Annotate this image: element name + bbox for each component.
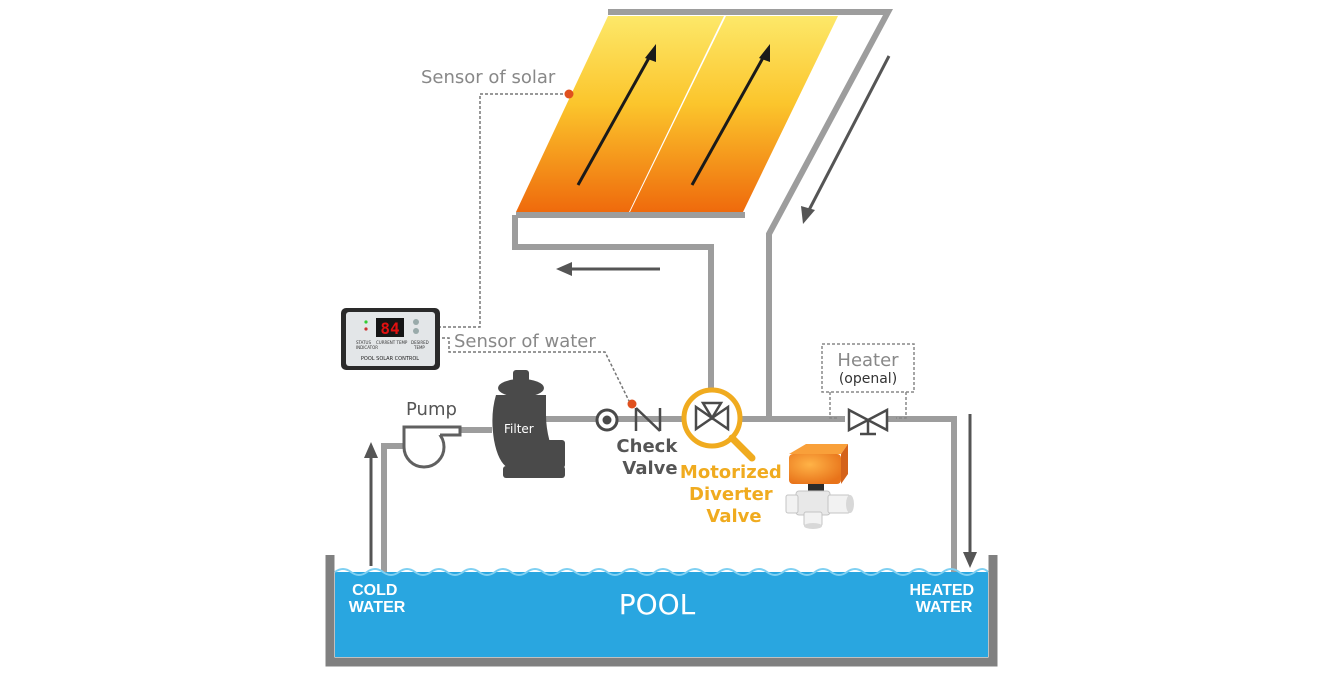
feed-flow-arrow xyxy=(556,262,660,276)
sensor-water xyxy=(437,337,637,409)
filter-label: Filter xyxy=(504,422,534,436)
motorized-valve-label: Motorized Diverter Valve xyxy=(680,462,788,527)
pump-label: Pump xyxy=(406,399,457,420)
pump xyxy=(402,425,462,469)
motorized-valve-label-line: Valve xyxy=(706,506,761,527)
solar-feed-pipe xyxy=(512,212,745,403)
sensor-solar xyxy=(437,89,574,328)
check-valve-label-line: Check xyxy=(616,436,678,457)
cold-water-label: COLD WATER xyxy=(349,582,406,616)
flow-meter xyxy=(595,408,619,432)
cold-water-arrow xyxy=(364,442,378,566)
check-valve-label-line: Valve xyxy=(622,458,677,479)
heater-note: (openal) xyxy=(839,371,897,387)
heater-valve xyxy=(847,407,889,436)
heated-water-arrow xyxy=(963,414,977,568)
controller-display: 84 xyxy=(380,319,399,338)
solar-panel-right xyxy=(630,16,838,212)
check-valve xyxy=(634,407,662,432)
motorized-valve-label-line: Diverter xyxy=(689,484,773,505)
controller-caption-desired-2: TEMP xyxy=(413,345,425,350)
filter xyxy=(492,370,565,478)
panel-flow-arrow xyxy=(690,44,770,186)
return-flow-arrow xyxy=(801,55,891,224)
pool xyxy=(325,555,998,667)
solar-panel-left xyxy=(516,16,724,212)
heated-water-label-line: WATER xyxy=(916,599,973,616)
sensor-water-label: Sensor of water xyxy=(454,331,596,352)
pool-label: POOL xyxy=(619,588,696,621)
heated-water-label: HEATED WATER xyxy=(909,582,978,616)
heater-label: Heater xyxy=(837,350,899,371)
heated-water-label-line: HEATED xyxy=(909,582,974,599)
controller-caption-status-2: INDICATOR xyxy=(356,345,378,350)
sensor-solar-label: Sensor of solar xyxy=(421,67,556,88)
cold-water-label-line: COLD xyxy=(352,582,397,599)
motorized-valve-image xyxy=(785,444,854,529)
cold-water-label-line: WATER xyxy=(349,599,406,616)
controller-caption-status: STATUS xyxy=(356,340,371,345)
motorized-diverter-valve xyxy=(681,387,756,462)
check-valve-label: Check Valve xyxy=(616,436,683,479)
main-line-pipe xyxy=(546,416,957,572)
controller-caption-desired: DESIRED xyxy=(411,340,429,345)
controller-brand: POOL SOLAR CONTROL xyxy=(361,356,419,362)
pump-suction-pipe xyxy=(381,443,404,572)
heater-dashed-box xyxy=(821,343,915,419)
hot-return-pipe xyxy=(608,9,894,418)
solar-controller: 84 STATUS INDICATOR CURRENT TEMP DESIRED… xyxy=(341,308,440,370)
motorized-valve-label-line: Motorized xyxy=(680,462,782,483)
controller-caption-current: CURRENT TEMP xyxy=(376,340,408,345)
panel-flow-arrow xyxy=(576,44,656,186)
